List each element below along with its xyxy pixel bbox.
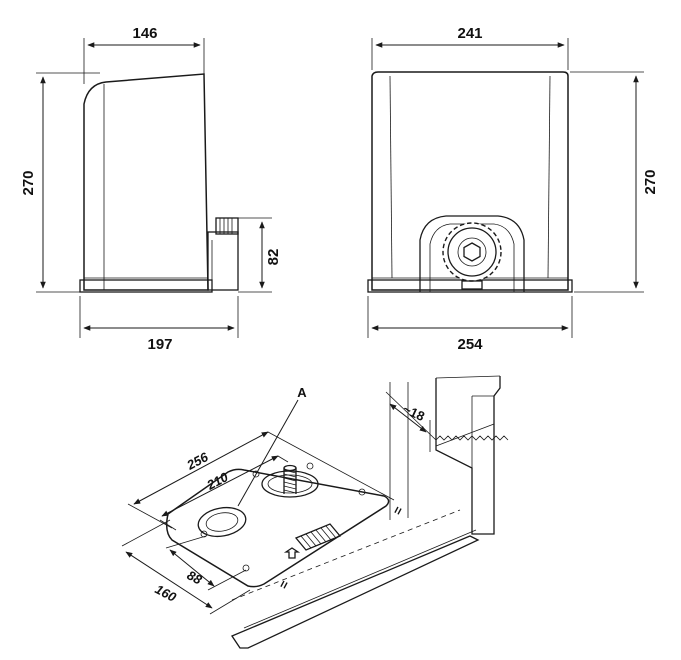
side-socket bbox=[207, 231, 239, 291]
dim-label-270-front: 270 bbox=[642, 169, 659, 194]
dim-label-146: 146 bbox=[132, 25, 157, 42]
gear-rack bbox=[435, 435, 509, 441]
dim-label-256: 256 bbox=[183, 449, 211, 473]
side-view: 146 270 82 197 bbox=[20, 25, 282, 353]
dim-label-197: 197 bbox=[147, 336, 172, 353]
dim-line-210 bbox=[161, 455, 279, 517]
plate-view: ~18 bbox=[121, 375, 509, 649]
dim-label-88: 88 bbox=[185, 567, 205, 587]
dim-label-254: 254 bbox=[457, 336, 483, 353]
threaded-stud-icon bbox=[283, 464, 297, 494]
pinion-gear-icon bbox=[442, 222, 502, 282]
dim-label-18: ~18 bbox=[401, 401, 427, 424]
slot-grid bbox=[294, 523, 342, 551]
dim-label-241: 241 bbox=[457, 25, 482, 42]
side-housing bbox=[83, 73, 209, 291]
gate-post bbox=[435, 376, 501, 535]
dim-label-160: 160 bbox=[153, 581, 180, 605]
front-view: 241 270 254 bbox=[367, 25, 659, 353]
dim-line-160 bbox=[125, 551, 213, 609]
gear-housing bbox=[419, 215, 525, 292]
dim-label-82: 82 bbox=[265, 249, 282, 266]
foundation-plate bbox=[165, 468, 390, 588]
dim-label-270-side: 270 bbox=[20, 170, 37, 195]
callout-label: A bbox=[297, 385, 307, 400]
parallel-mark-1: = bbox=[389, 503, 406, 517]
direction-arrow-icon bbox=[283, 547, 301, 559]
